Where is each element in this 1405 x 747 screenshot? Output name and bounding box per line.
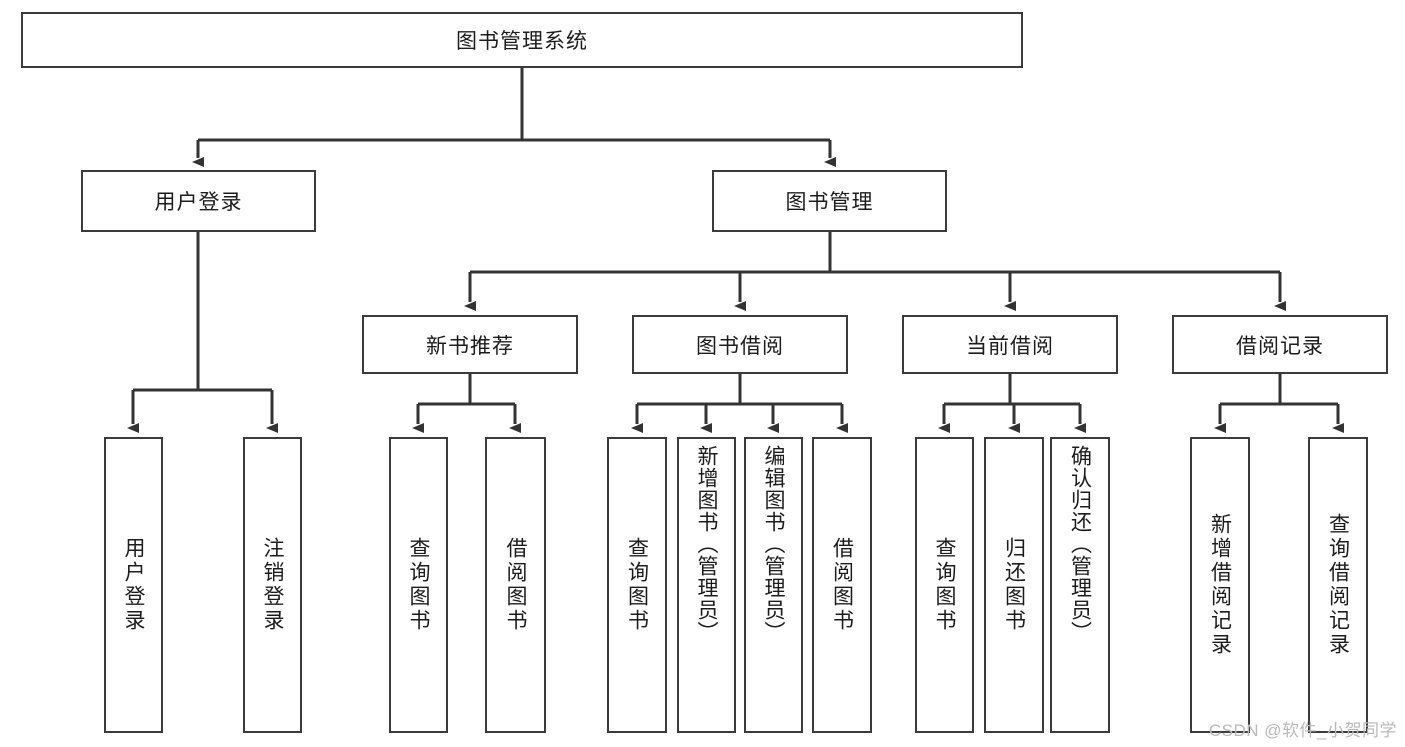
leaf-borrow-book-recommend[interactable]: 借阅图书 [485, 437, 546, 733]
leaf-confirm-return-admin[interactable]: 确认归还（管理员） [1050, 437, 1110, 733]
leaf-query-borrow-record[interactable]: 查询借阅记录 [1308, 437, 1368, 733]
leaf-query-book-recommend[interactable]: 查询图书 [389, 437, 448, 733]
leaf-add-borrow-record[interactable]: 新增借阅记录 [1190, 437, 1250, 733]
node-root[interactable]: 图书管理系统 [21, 12, 1023, 68]
leaf-query-book-borrow-label: 查询图书 [625, 537, 649, 633]
node-book-management-label: 图书管理 [785, 191, 874, 214]
leaf-query-book-borrow[interactable]: 查询图书 [607, 437, 667, 733]
leaf-return-book[interactable]: 归还图书 [984, 437, 1044, 733]
node-book-borrow[interactable]: 图书借阅 [632, 315, 848, 374]
node-borrow-record[interactable]: 借阅记录 [1172, 315, 1388, 374]
node-new-book-recommend-label: 新书推荐 [426, 334, 514, 358]
leaf-add-book-admin-label: 新增图书（管理员） [695, 445, 718, 643]
node-user-login[interactable]: 用户登录 [81, 170, 316, 232]
leaf-confirm-return-admin-label: 确认归还（管理员） [1068, 445, 1092, 643]
leaf-edit-book-admin-label: 编辑图书（管理员） [762, 445, 785, 643]
csdn-watermark: CSDN @软件_小贺同学 [1208, 721, 1397, 740]
leaf-query-book-current-label: 查询图书 [933, 537, 956, 633]
leaf-user-login[interactable]: 用户登录 [104, 437, 163, 733]
leaf-add-borrow-record-label: 新增借阅记录 [1208, 513, 1232, 657]
node-book-management[interactable]: 图书管理 [712, 170, 947, 232]
leaf-query-borrow-record-label: 查询借阅记录 [1326, 513, 1350, 657]
leaf-query-book-current[interactable]: 查询图书 [915, 437, 974, 733]
leaf-logout[interactable]: 注销登录 [243, 437, 302, 733]
leaf-borrow-book[interactable]: 借阅图书 [812, 437, 872, 733]
node-current-borrow-label: 当前借阅 [966, 334, 1054, 358]
leaf-user-login-label: 用户登录 [122, 537, 145, 633]
node-current-borrow[interactable]: 当前借阅 [902, 315, 1118, 374]
node-borrow-record-label: 借阅记录 [1236, 334, 1324, 358]
node-root-label: 图书管理系统 [456, 30, 588, 53]
leaf-add-book-admin[interactable]: 新增图书（管理员） [677, 437, 736, 733]
leaf-borrow-book-recommend-label: 借阅图书 [504, 537, 527, 633]
leaf-edit-book-admin[interactable]: 编辑图书（管理员） [744, 437, 803, 733]
node-user-login-label: 用户登录 [154, 191, 243, 214]
leaf-return-book-label: 归还图书 [1002, 537, 1026, 633]
node-new-book-recommend[interactable]: 新书推荐 [362, 315, 578, 374]
leaf-borrow-book-label: 借阅图书 [830, 537, 854, 633]
leaf-logout-label: 注销登录 [261, 537, 284, 633]
leaf-query-book-recommend-label: 查询图书 [407, 537, 430, 633]
node-book-borrow-label: 图书借阅 [696, 334, 784, 358]
